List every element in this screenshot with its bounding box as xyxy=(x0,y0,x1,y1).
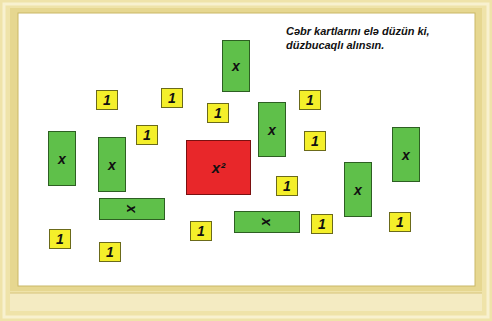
tile-label: x xyxy=(108,158,116,172)
tile-label: 1 xyxy=(197,224,205,238)
x-tile: x xyxy=(222,40,250,92)
instruction-title: Cəbr kartlarını elə düzün ki, düzbucaqlı… xyxy=(286,24,476,53)
tile-label: 1 xyxy=(103,93,111,107)
unit-tile: 1 xyxy=(207,103,229,123)
x-squared-tile: x² xyxy=(186,140,251,195)
x-tile: x xyxy=(99,198,165,220)
unit-tile: 1 xyxy=(389,212,411,232)
tile-label: 1 xyxy=(306,93,314,107)
tile-label: 1 xyxy=(318,217,326,231)
unit-tile: 1 xyxy=(136,125,158,145)
tile-label: 1 xyxy=(168,91,176,105)
tile-label: x xyxy=(354,183,362,197)
tile-label: x xyxy=(58,152,66,166)
tile-label: 1 xyxy=(311,134,319,148)
unit-tile: 1 xyxy=(161,88,183,108)
unit-tile: 1 xyxy=(96,90,118,110)
x-tile: x xyxy=(98,137,126,192)
tile-label: x xyxy=(268,123,276,137)
tile-label: x xyxy=(260,218,274,226)
x-tile: x xyxy=(258,102,286,157)
unit-tile: 1 xyxy=(190,221,212,241)
unit-tile: 1 xyxy=(299,90,321,110)
unit-tile: 1 xyxy=(311,214,333,234)
unit-tile: 1 xyxy=(99,242,121,262)
x-tile: x xyxy=(392,127,420,182)
unit-tile: 1 xyxy=(304,131,326,151)
tile-label: 1 xyxy=(56,232,64,246)
x-tile: x xyxy=(234,211,300,233)
tile-label: x xyxy=(402,148,410,162)
unit-tile: 1 xyxy=(276,176,298,196)
tile-label: 1 xyxy=(396,215,404,229)
tile-label: 1 xyxy=(106,245,114,259)
tile-label: x xyxy=(232,59,240,73)
tile-label: 1 xyxy=(143,128,151,142)
x-tile: x xyxy=(48,131,76,186)
tile-label: 1 xyxy=(283,179,291,193)
unit-tile: 1 xyxy=(49,229,71,249)
x-tile: x xyxy=(344,162,372,217)
tile-label: 1 xyxy=(214,106,222,120)
tile-label: x² xyxy=(212,160,225,175)
tile-label: x xyxy=(125,205,139,213)
